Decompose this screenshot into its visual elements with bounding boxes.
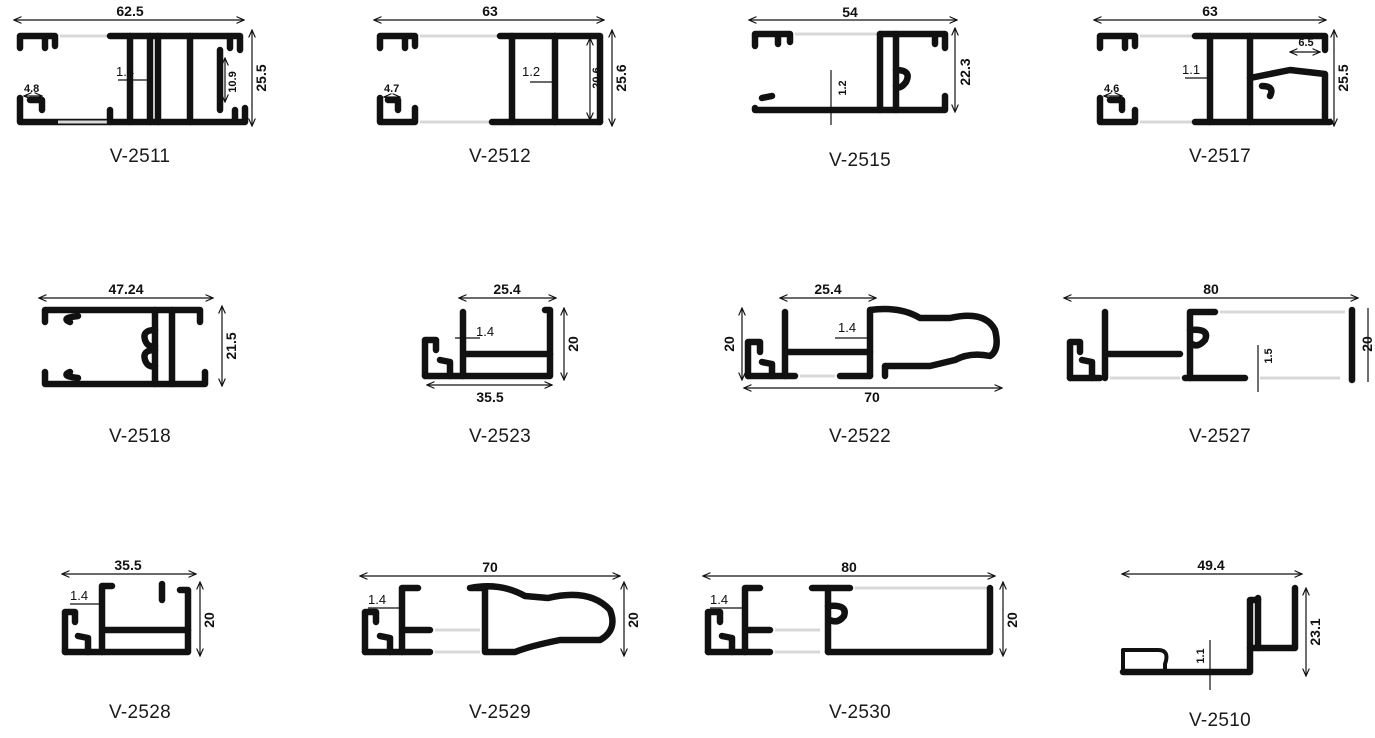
profile-v2511-drawing xyxy=(14,20,252,126)
dim-label: 63 xyxy=(1202,3,1218,19)
dim-label: 20 xyxy=(201,612,217,628)
dim-label: 23.1 xyxy=(1307,618,1323,645)
profile-code-label: V-2528 xyxy=(108,702,172,723)
dim-label: 35.5 xyxy=(114,557,141,573)
dim-label: 1.4 xyxy=(368,592,386,607)
dim-label: 4.7 xyxy=(384,83,399,95)
dim-label: 25.6 xyxy=(613,64,629,91)
profile-v2517-drawing xyxy=(1094,20,1334,126)
profile-code-label: V-2518 xyxy=(108,426,172,447)
dim-label: 25.4 xyxy=(493,281,520,297)
dim-label: 4.6 xyxy=(1104,83,1119,95)
dim-label: 20 xyxy=(625,612,641,628)
dim-label: 1.4 xyxy=(838,320,856,335)
profile-code-label: V-2522 xyxy=(828,426,892,447)
profile-v2518-drawing xyxy=(39,298,222,388)
profile-code-label: V-2515 xyxy=(828,150,892,171)
dim-label: 20 xyxy=(1359,336,1375,352)
profile-v2515-drawing xyxy=(749,20,957,125)
dim-label: 54 xyxy=(842,4,858,20)
profile-v2528-drawing xyxy=(62,574,200,656)
profile-code-label: V-2510 xyxy=(1188,710,1252,731)
dim-label: 1.4 xyxy=(476,324,494,339)
dim-label: 70 xyxy=(482,559,498,575)
dim-label: 47.24 xyxy=(108,281,143,297)
dim-label: 1.1 xyxy=(1195,648,1207,663)
dim-label: 1.1 xyxy=(1182,62,1200,77)
profile-code-label: V-2530 xyxy=(828,702,892,723)
dim-label: 63 xyxy=(482,3,498,19)
dim-label: 80 xyxy=(1203,281,1219,297)
dim-label: 20 xyxy=(721,336,737,352)
dim-label: 1.4 xyxy=(710,592,728,607)
profile-v2512-drawing xyxy=(374,20,612,126)
profile-code-label: V-2529 xyxy=(468,702,532,723)
profile-v2527-drawing xyxy=(1064,298,1369,392)
dim-label: 49.4 xyxy=(1197,557,1224,573)
dim-label: 6.5 xyxy=(1298,37,1313,49)
dim-label: 25.5 xyxy=(253,64,269,91)
dim-label: 80 xyxy=(841,559,857,575)
dim-label: 1.2 xyxy=(522,64,540,79)
dim-label: 4.8 xyxy=(24,83,39,95)
dim-label: 35.5 xyxy=(476,389,503,405)
dim-label: 25.4 xyxy=(814,281,841,297)
profile-v2523-drawing xyxy=(421,298,564,385)
profile-code-label: V-2512 xyxy=(468,146,532,167)
dim-label: 1.4 xyxy=(70,588,88,603)
dim-label: 21.5 xyxy=(223,332,239,359)
dim-label: 10.9 xyxy=(227,71,239,92)
dim-label: 25.5 xyxy=(1335,64,1351,91)
dim-label: 20 xyxy=(565,336,581,352)
profile-code-label: V-2517 xyxy=(1188,146,1252,167)
dim-label: 70 xyxy=(864,389,880,405)
profile-code-label: V-2523 xyxy=(468,426,532,447)
dim-label: 1.2 xyxy=(837,80,849,95)
profile-code-label: V-2511 xyxy=(109,146,171,167)
dim-label: 22.3 xyxy=(957,58,973,85)
profile-v2530-drawing xyxy=(703,576,1003,656)
dim-label: 20.6 xyxy=(591,67,603,88)
dim-label: 20 xyxy=(1004,612,1020,628)
profile-v2522-drawing xyxy=(742,298,1002,388)
profile-v2529-drawing xyxy=(360,576,624,656)
profile-code-label: V-2527 xyxy=(1188,426,1252,447)
dim-label: 1.4 xyxy=(116,64,134,79)
profile-v2510-drawing xyxy=(1119,574,1306,690)
dim-label: 62.5 xyxy=(116,3,143,19)
dim-label: 1.5 xyxy=(1263,348,1275,363)
